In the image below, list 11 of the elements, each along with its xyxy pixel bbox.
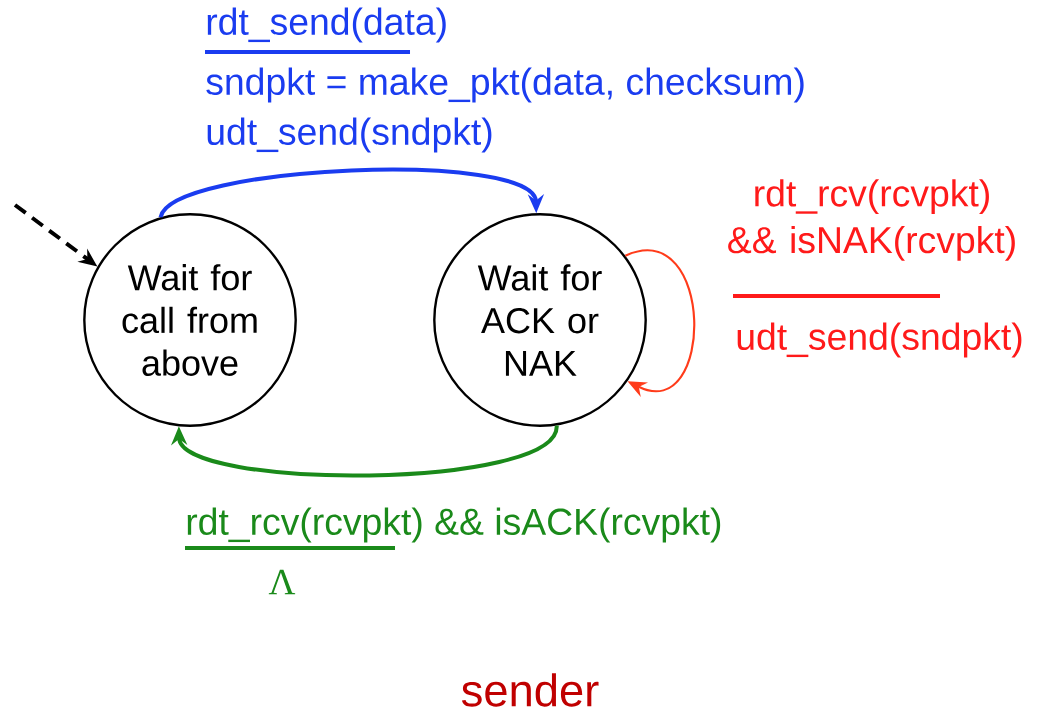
action-label: sndpkt = make_pkt(data, checksum) bbox=[206, 67, 804, 103]
transition-arrow bbox=[625, 249, 696, 397]
transition-arrow bbox=[170, 424, 559, 478]
transition-arrow bbox=[158, 167, 545, 219]
event-label: rdt_rcv(rcvpkt) && isNAK(rcvpkt) bbox=[728, 179, 1015, 261]
event-label: rdt_send(data) bbox=[207, 7, 446, 43]
caption: sender bbox=[461, 673, 599, 707]
action-label: udt_send(sndpkt) bbox=[737, 322, 1022, 358]
action-label: udt_send(sndpkt) bbox=[207, 117, 492, 153]
event-label: rdt_rcv(rcvpkt) && isACK(rcvpkt) bbox=[187, 507, 721, 543]
action-label: Λ bbox=[268, 569, 296, 595]
